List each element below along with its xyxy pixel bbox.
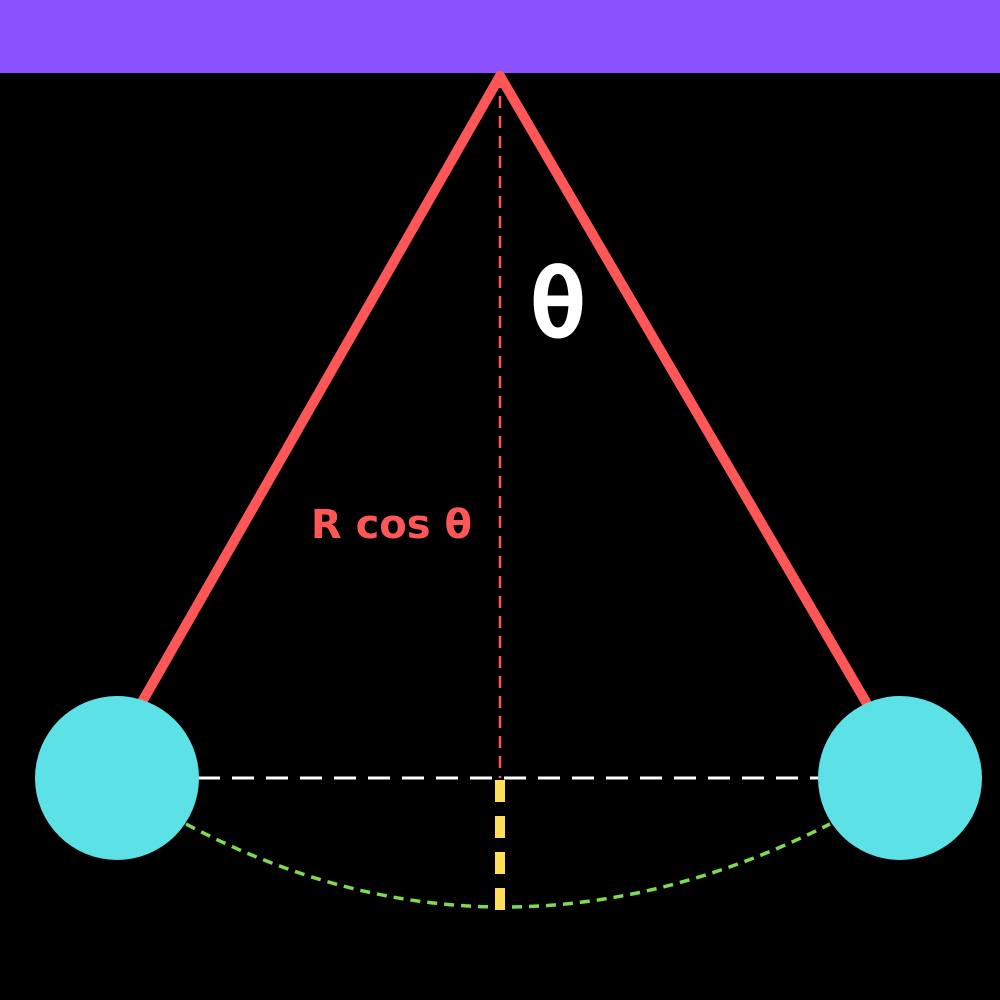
ceiling-bar bbox=[0, 0, 1000, 73]
angle-theta-label: θ bbox=[529, 248, 587, 360]
pendulum-bob-right bbox=[818, 696, 982, 860]
pendulum-bob-left bbox=[35, 696, 199, 860]
pendulum-string-right bbox=[495, 71, 871, 707]
pendulum-string-left bbox=[137, 71, 505, 707]
r-cos-theta-label: R cos θ bbox=[311, 502, 472, 548]
